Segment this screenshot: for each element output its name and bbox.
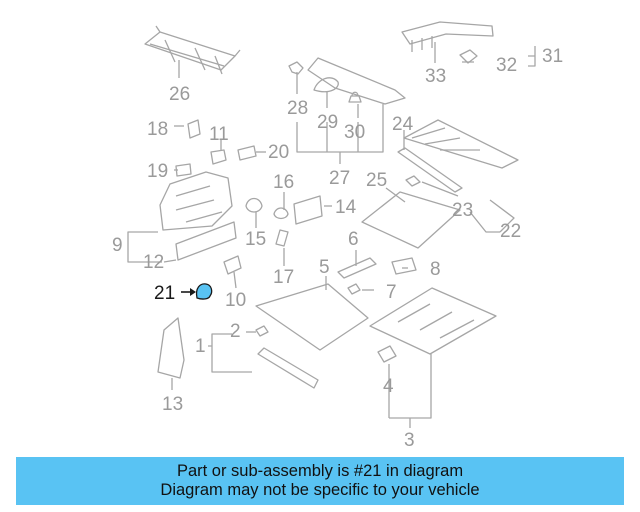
part-23-shape [405, 175, 421, 187]
callout-15: 15 [245, 229, 266, 250]
part-12-shape [175, 221, 237, 261]
part-17-shape [275, 229, 289, 247]
banner-line-2: Diagram may not be specific to your vehi… [160, 481, 480, 499]
part-32-shape [459, 49, 478, 64]
part-14-shape [293, 195, 323, 225]
part-29-shape [313, 77, 339, 93]
part-1-shape [257, 347, 319, 389]
callout-13: 13 [162, 394, 183, 415]
part-7-shape [347, 283, 361, 295]
callout-31: 31 [542, 46, 563, 67]
callout-17: 17 [273, 267, 294, 288]
info-banner: Part or sub-assembly is #21 in diagram D… [16, 457, 624, 505]
callout-labels: 26 28 29 30 27 33 32 31 24 25 23 22 18 1… [112, 46, 563, 451]
part-6-shape [337, 257, 377, 279]
callout-2: 2 [230, 321, 241, 342]
callout-26: 26 [169, 84, 190, 105]
part-15-shape [245, 197, 263, 213]
callout-10: 10 [225, 290, 246, 311]
callout-23: 23 [452, 200, 473, 221]
callout-7: 7 [386, 282, 397, 303]
callout-1: 1 [195, 336, 206, 357]
part-3-shape [369, 287, 497, 355]
callout-19: 19 [147, 161, 168, 182]
callout-5: 5 [319, 257, 330, 278]
part-19-shape [175, 163, 192, 177]
part-21-highlight[interactable] [181, 283, 213, 300]
part-18-shape [187, 119, 201, 139]
callout-20: 20 [268, 142, 289, 163]
callout-4: 4 [383, 376, 394, 397]
part-8-shape [391, 257, 417, 275]
part-26-shape [144, 25, 241, 75]
callout-24: 24 [392, 114, 414, 135]
callout-18: 18 [147, 119, 168, 140]
part-24-shape [403, 119, 519, 169]
callout-21[interactable]: 21 [154, 283, 175, 304]
callout-28: 28 [287, 98, 308, 119]
callout-25: 25 [366, 170, 387, 191]
callout-30: 30 [344, 122, 365, 143]
leader-lines [127, 42, 536, 428]
part-28-shape [288, 61, 304, 75]
parts-diagram: 26 28 29 30 27 33 32 31 24 25 23 22 18 1… [112, 21, 563, 451]
part-16-shape [273, 207, 289, 220]
banner-line-1: Part or sub-assembly is #21 in diagram [176, 462, 464, 480]
callout-29: 29 [317, 112, 338, 133]
callout-16: 16 [273, 172, 294, 193]
callout-22: 22 [500, 221, 521, 242]
part-22-shape [397, 147, 463, 193]
callout-27: 27 [329, 168, 350, 189]
part-11-shape [210, 149, 227, 165]
callout-14: 14 [335, 197, 357, 218]
part-10-shape [223, 255, 242, 275]
part-4-shape [377, 345, 397, 363]
callout-9: 9 [112, 235, 123, 256]
part-27-shape [307, 57, 406, 105]
callout-3: 3 [404, 430, 415, 451]
part-20-shape [237, 145, 257, 161]
part-31-shape [401, 21, 494, 52]
callout-12: 12 [143, 252, 164, 273]
callout-6: 6 [348, 229, 359, 250]
callout-32: 32 [496, 55, 517, 76]
part-13-shape [157, 317, 185, 379]
part-25-shape [361, 191, 461, 249]
callout-33: 33 [425, 66, 446, 87]
callout-11: 11 [209, 124, 229, 145]
part-9-shape [159, 171, 233, 231]
part-5-shape [255, 283, 369, 351]
part-2-shape [255, 325, 269, 337]
callout-8: 8 [430, 259, 441, 280]
